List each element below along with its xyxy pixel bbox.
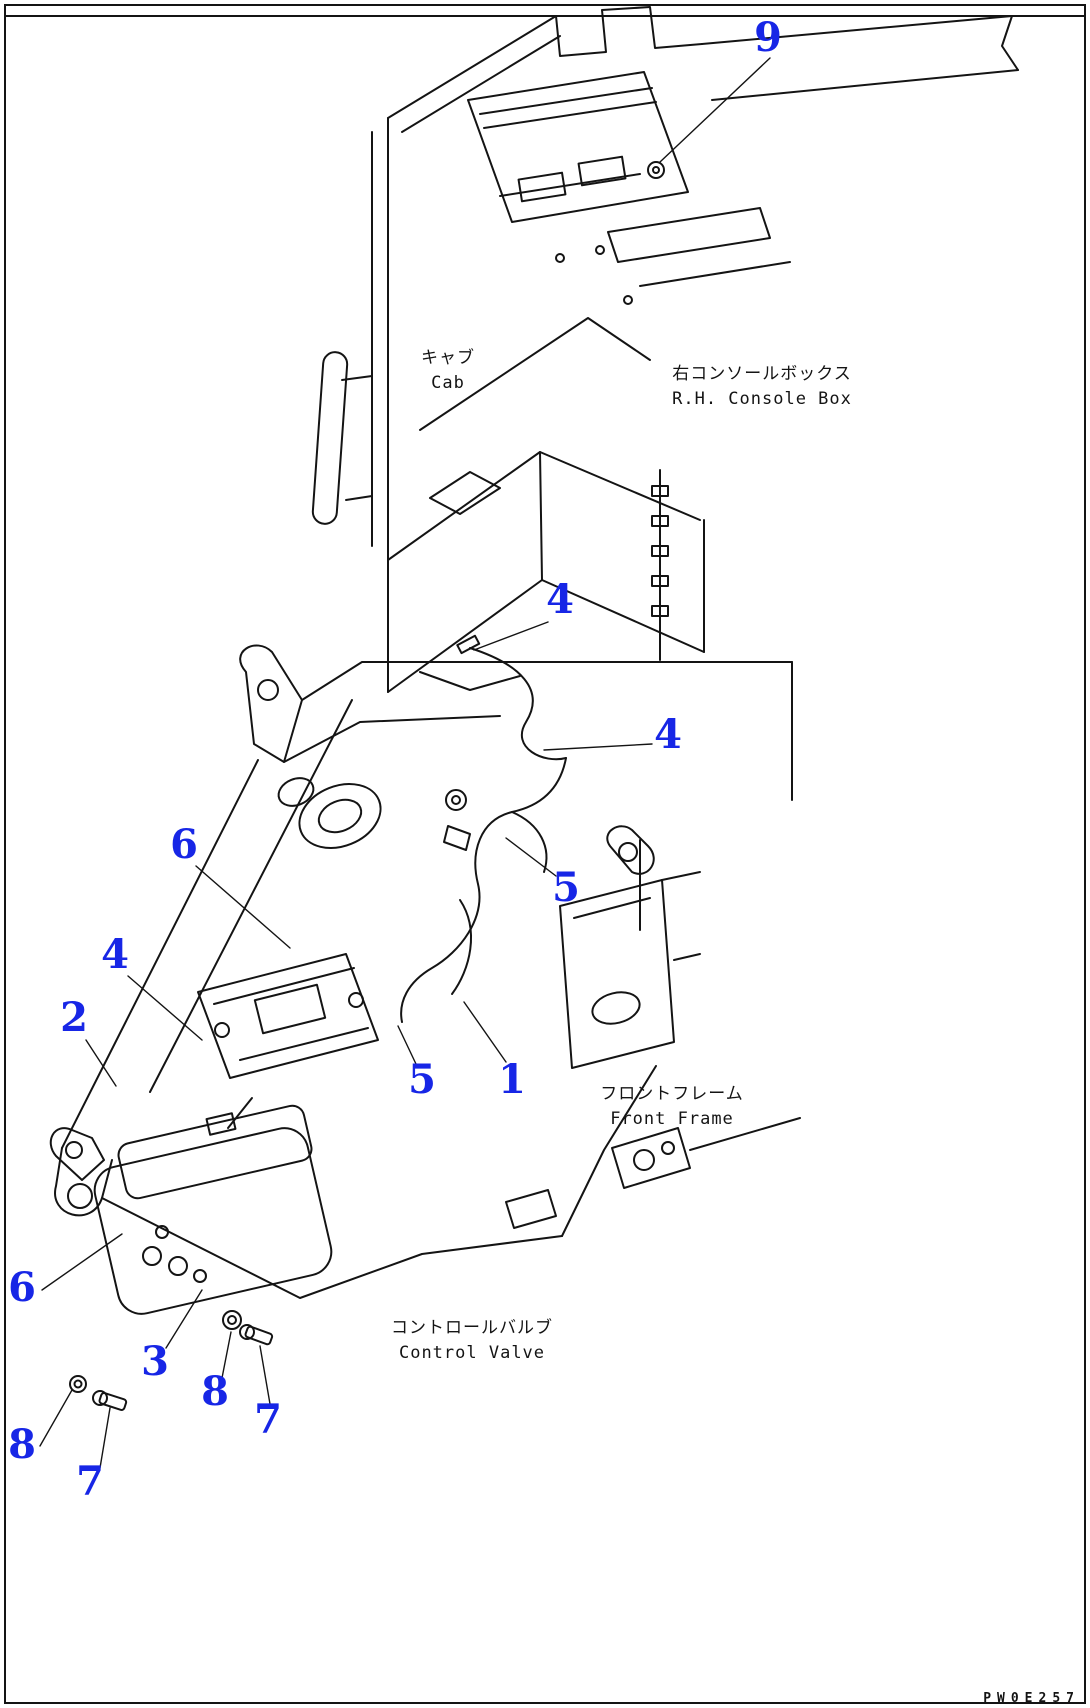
label-console-box-en: R.H. Console Box: [672, 388, 852, 409]
label-front-frame-en: Front Frame: [610, 1108, 734, 1129]
callout-7-left: 7: [76, 1458, 104, 1505]
callout-8-left: 8: [8, 1421, 36, 1468]
console-bolt-9: [647, 161, 665, 179]
callout-4-cab: 4: [546, 576, 574, 623]
callout-5-bolt: 5: [408, 1056, 436, 1103]
label-front-frame-jp: フロントフレーム: [600, 1084, 744, 1104]
front-frame-drawing: [54, 644, 801, 1299]
cab-drawing: [311, 6, 1019, 761]
label-console-box: 右コンソールボックス R.H. Console Box: [672, 362, 852, 411]
callout-9: 9: [754, 14, 782, 61]
label-cab: キャブ Cab: [421, 346, 475, 395]
hose-1: [400, 757, 567, 1023]
callout-7-mid: 7: [254, 1396, 282, 1443]
control-valve-drawing: [49, 1097, 333, 1315]
label-cab-en: Cab: [431, 372, 465, 393]
callout-6-valve: 6: [8, 1264, 36, 1311]
label-control-valve-jp: コントロールバルブ: [391, 1318, 553, 1338]
callout-3: 3: [141, 1338, 169, 1385]
label-control-valve-en: Control Valve: [398, 1342, 546, 1363]
label-console-box-jp: 右コンソールボックス: [672, 364, 852, 384]
frame-bolt-5: [445, 789, 467, 811]
washer-8-mid: [222, 1310, 242, 1330]
label-control-valve: コントロールバルブ Control Valve: [391, 1316, 553, 1365]
hose-clamp-5: [443, 825, 471, 851]
callout-1: 1: [498, 1056, 526, 1103]
callout-5-clamp: 5: [552, 864, 580, 911]
label-front-frame: フロントフレーム Front Frame: [600, 1082, 744, 1131]
callout-2: 2: [60, 994, 88, 1041]
cab-bolt-4: [456, 634, 481, 655]
bolt-icons: [69, 1310, 274, 1411]
washer-8-left: [69, 1375, 87, 1393]
callout-4-hose: 4: [654, 711, 682, 758]
label-cab-jp: キャブ: [421, 348, 475, 368]
bolt-7-left: [98, 1392, 128, 1411]
callout-4-plate: 4: [101, 931, 129, 978]
bolt-7-mid: [244, 1325, 274, 1346]
leader-lines: [39, 57, 771, 1469]
cab-handle: [311, 351, 349, 525]
callout-6-frame: 6: [170, 821, 198, 868]
drawing-number: PW0E257: [983, 1691, 1080, 1706]
callout-8-mid: 8: [201, 1368, 229, 1415]
